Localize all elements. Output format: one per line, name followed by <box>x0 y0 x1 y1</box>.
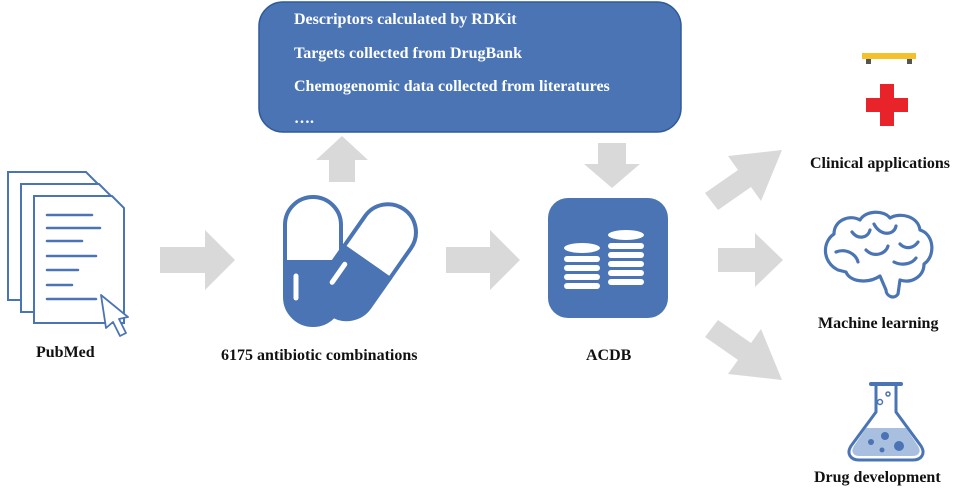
drug-development-label: Drug development <box>814 469 941 486</box>
brain-icon <box>823 210 934 299</box>
info-box <box>258 1 682 133</box>
info-box-line-ellipsis: …. <box>294 110 314 127</box>
clinical-applications-label: Clinical applications <box>810 155 951 172</box>
info-box-line-chemogenomic: Chemogenomic data collected from literat… <box>294 78 610 95</box>
arrow-to-clinical <box>705 150 782 210</box>
cursor-icon <box>100 294 129 337</box>
flask-icon <box>847 382 925 462</box>
acdb-label: ACDB <box>586 347 632 364</box>
arrow-capsules-to-acdb <box>446 230 520 290</box>
info-box-line-descriptors: Descriptors calculated by RDKit <box>294 11 517 28</box>
machine-learning-label: Machine learning <box>818 315 939 332</box>
medical-cross-icon <box>866 84 908 126</box>
arrow-to-machine-learning <box>718 233 783 287</box>
capsule-pills-icon <box>283 195 418 327</box>
stretcher-icon <box>862 53 916 64</box>
arrow-to-drug-development <box>705 320 782 380</box>
arrow-box-to-acdb <box>584 143 640 188</box>
arrow-pubmed-to-capsules <box>160 230 235 290</box>
arrow-up-to-box <box>316 136 368 182</box>
document-lines <box>45 213 102 301</box>
info-box-line-targets: Targets collected from DrugBank <box>294 45 522 62</box>
pubmed-label: PubMed <box>36 344 95 361</box>
coin-stack-database-icon <box>548 198 668 318</box>
combinations-label: 6175 antibiotic combinations <box>221 347 418 364</box>
